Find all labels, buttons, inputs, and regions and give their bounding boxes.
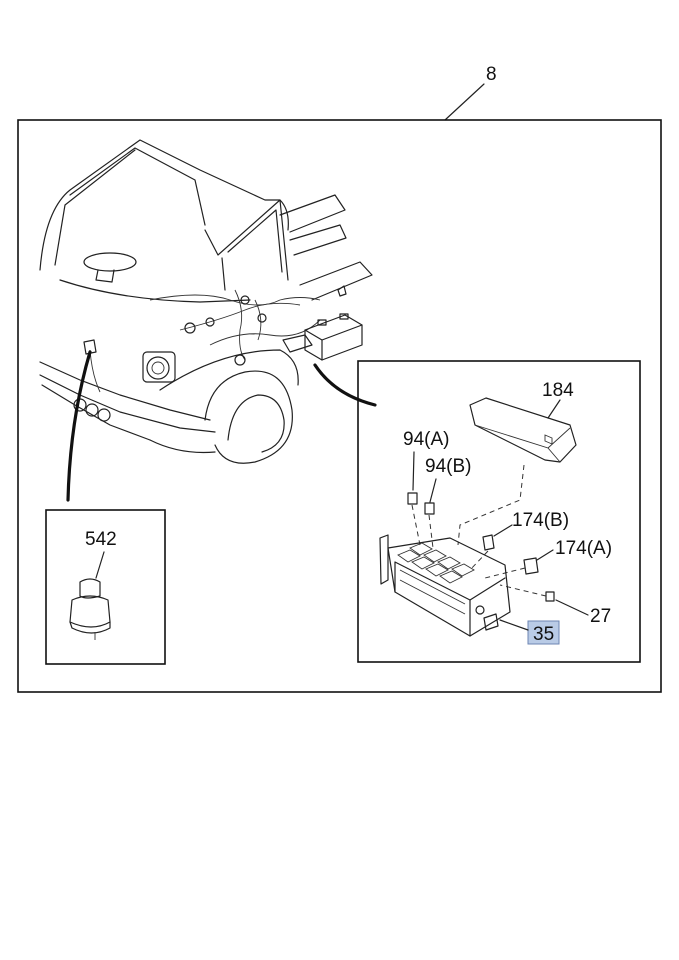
leader-line-94a <box>412 451 415 491</box>
leader-reservoir <box>66 350 92 502</box>
main-frame <box>17 119 662 693</box>
fuse-box-cover <box>469 397 577 463</box>
leader-line-184 <box>547 399 561 419</box>
callout-label-35: 35 <box>533 624 554 645</box>
inset-fuse-frame <box>357 360 641 663</box>
callout-label-184: 184 <box>542 380 574 401</box>
callout-label-542: 542 <box>85 529 117 550</box>
reservoir-body <box>69 595 111 628</box>
callout-542[interactable]: 542 <box>85 529 117 579</box>
callout-assembly[interactable]: 8 <box>444 64 497 121</box>
callout-94b[interactable]: 94(B) <box>425 456 471 503</box>
callout-27[interactable]: 27 <box>555 599 611 627</box>
callout-label-94b: 94(B) <box>425 456 471 477</box>
callout-label-174b: 174(B) <box>512 510 569 531</box>
callout-label-8: 8 <box>486 64 497 85</box>
leader-line-542 <box>95 551 105 579</box>
callout-highlight-35 <box>527 620 560 645</box>
leader-line-8 <box>444 83 485 121</box>
inset-reservoir-frame <box>45 509 166 665</box>
callout-35[interactable]: 35 <box>499 619 560 645</box>
leader-line-94b <box>429 478 437 503</box>
relay-174b <box>482 534 495 551</box>
callout-label-27: 27 <box>590 606 611 627</box>
callout-label-94a: 94(A) <box>403 429 449 450</box>
fuse-94b <box>424 502 435 515</box>
callout-label-174a: 174(A) <box>555 538 612 559</box>
callout-184[interactable]: 184 <box>542 380 574 419</box>
leader-fuse-box <box>313 363 377 407</box>
reservoir-cap <box>79 578 101 599</box>
leader-line-174b <box>493 524 513 537</box>
callout-174b[interactable]: 174(B) <box>493 510 569 537</box>
inset-reservoir: 542 <box>45 509 166 665</box>
truck-cab-illustration <box>39 139 373 464</box>
leader-line-174a <box>536 549 554 561</box>
callout-94a[interactable]: 94(A) <box>403 429 449 491</box>
callout-174a[interactable]: 174(A) <box>536 538 612 561</box>
fuse-27 <box>545 591 555 602</box>
leader-line-27 <box>555 599 589 616</box>
leader-line-35 <box>499 619 529 631</box>
fuse-box-body <box>379 534 511 637</box>
inset-fuse-box: 184 94(A) 94(B) 174(B) 174(A) <box>357 360 641 663</box>
fuse-94a <box>407 492 418 505</box>
relay-174a <box>523 557 539 575</box>
